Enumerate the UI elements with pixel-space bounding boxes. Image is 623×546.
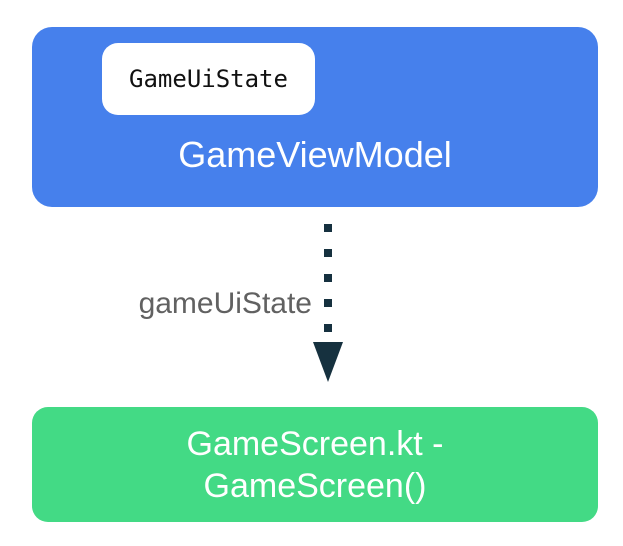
arrow-dot <box>324 324 332 332</box>
arrow-dot <box>324 249 332 257</box>
arrow-dot <box>324 299 332 307</box>
arrowhead-triangle <box>313 342 343 382</box>
screen-box: GameScreen.kt - GameScreen() <box>32 407 598 522</box>
arrow-label: gameUiState <box>138 287 312 320</box>
arrow-dot <box>324 274 332 282</box>
screen-label-line1: GameScreen.kt - <box>186 424 444 463</box>
viewmodel-box: GameUiState GameViewModel <box>32 27 598 207</box>
viewmodel-label: GameViewModel <box>178 134 452 175</box>
dotted-arrow-line <box>324 224 332 332</box>
screen-label-line2: GameScreen() <box>203 466 427 505</box>
state-chip-label: GameUiState <box>129 65 288 93</box>
arrow-down-icon <box>313 342 343 382</box>
arrow-dot <box>324 224 332 232</box>
state-chip: GameUiState <box>102 43 315 115</box>
